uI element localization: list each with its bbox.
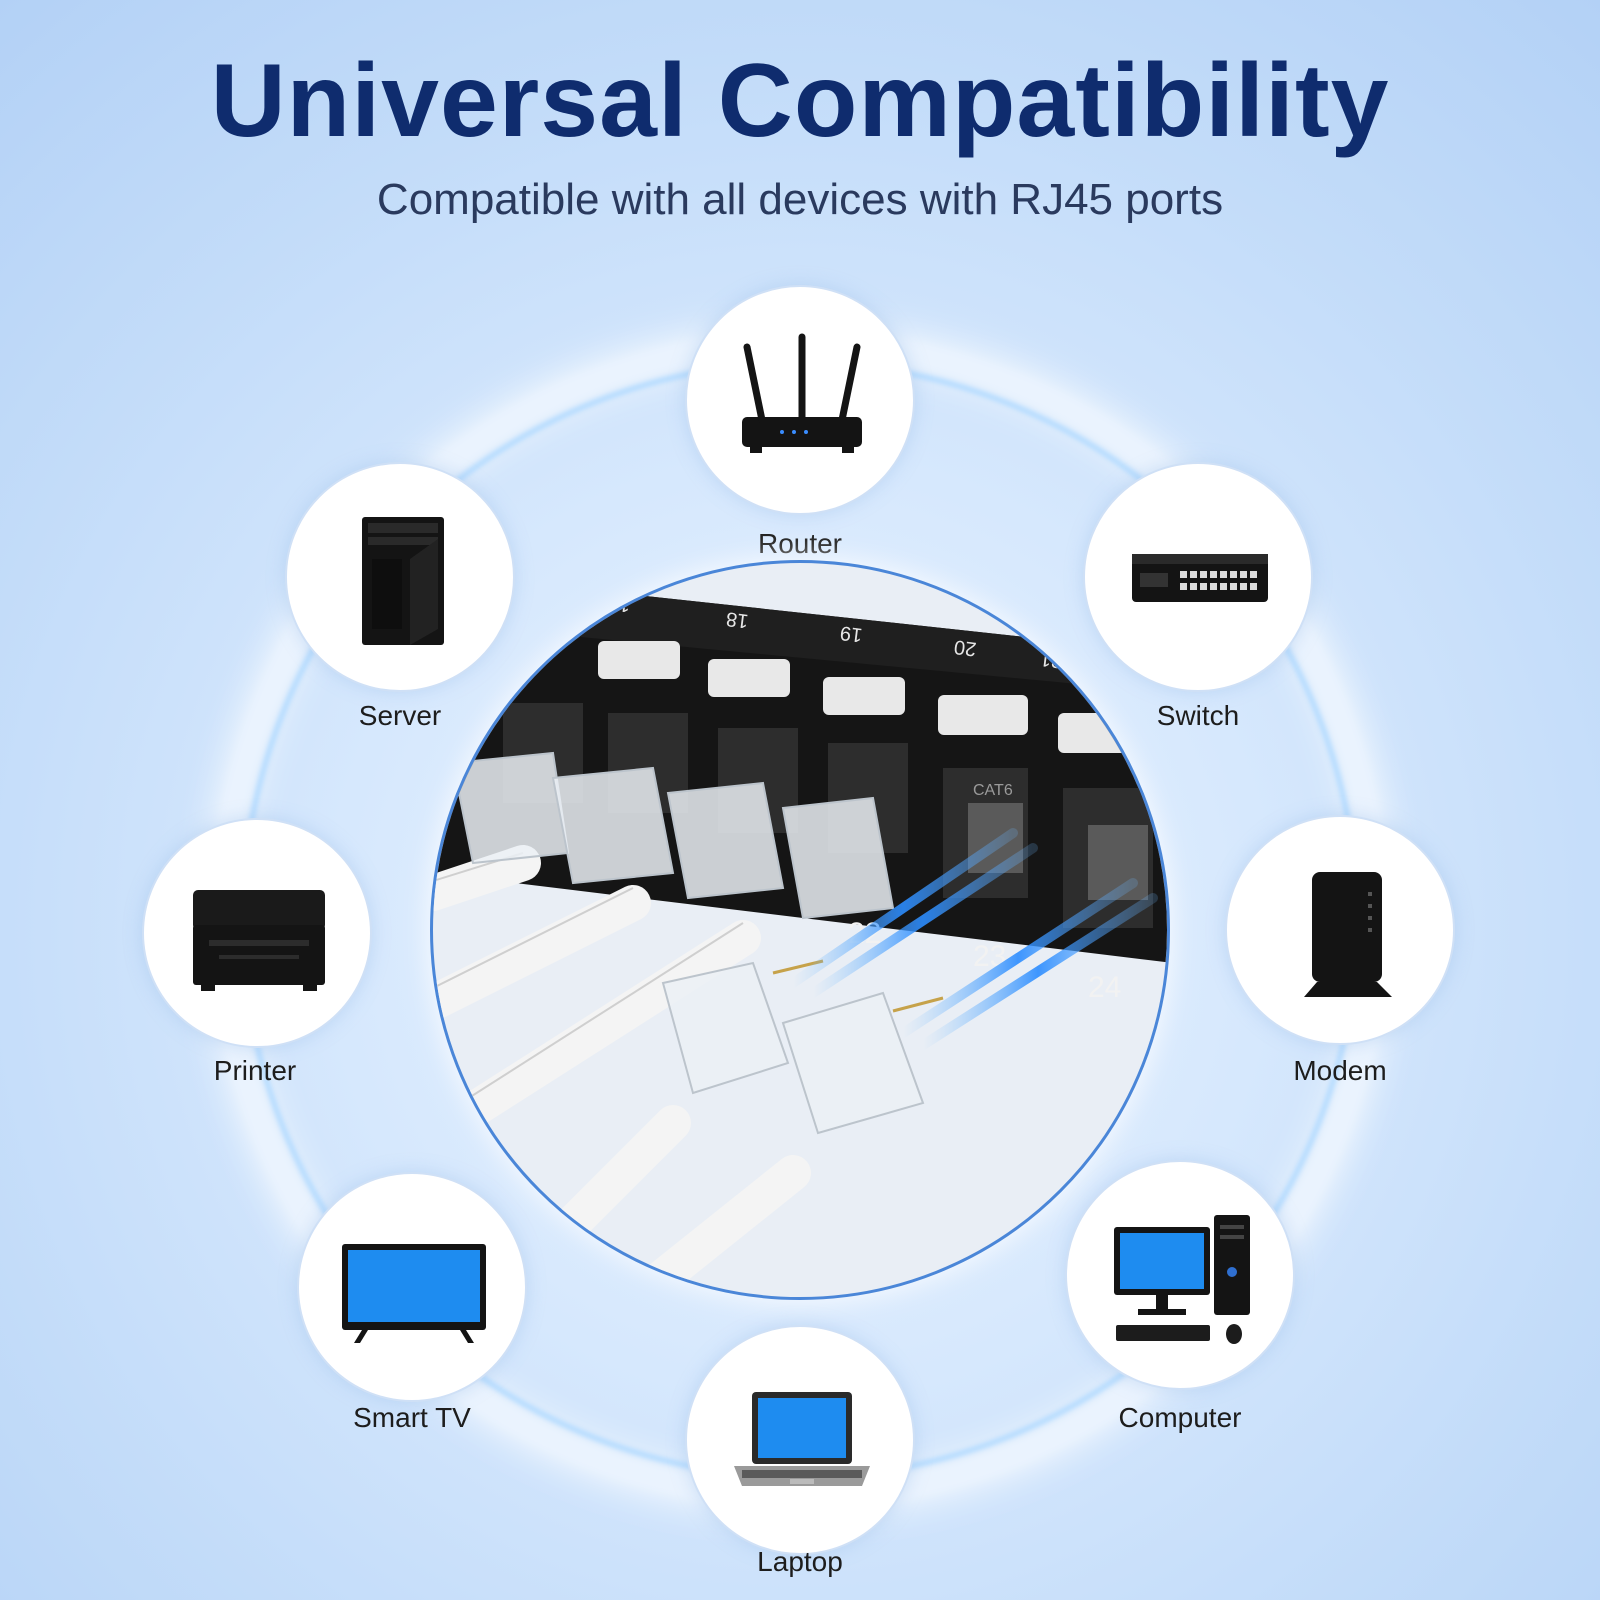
device-label-smart-tv: Smart TV: [353, 1402, 471, 1433]
page-subtitle: Compatible with all devices with RJ45 po…: [376, 175, 1224, 224]
device-label-server: Server: [358, 700, 442, 731]
patch-panel-illustration: 17 18 19 20 21 22 23 24 CAT6: [433, 573, 1167, 1297]
device-label-computer: Computer: [1118, 1402, 1242, 1433]
server-icon: [362, 517, 444, 645]
device-printer: [142, 818, 372, 1048]
router-icon: [742, 333, 862, 453]
device-smart-tv: [297, 1172, 527, 1402]
port-number-24: 24: [1088, 971, 1121, 1004]
device-label-printer: Printer: [213, 1055, 297, 1086]
device-modem: [1225, 815, 1455, 1045]
device-laptop: [685, 1325, 915, 1555]
port-number-21: 21: [1039, 647, 1064, 672]
device-label-switch: Switch: [1156, 700, 1240, 731]
device-computer: [1065, 1160, 1295, 1390]
smart-tv-icon: [342, 1244, 486, 1343]
patch-panel-photo: 17 18 19 20 21 22 23 24 CAT6: [430, 560, 1170, 1300]
device-label-laptop: Laptop: [757, 1546, 843, 1577]
device-label-router: Router: [757, 528, 843, 559]
page-title: Universal Compatibility: [210, 43, 1390, 159]
device-server: [285, 462, 515, 692]
switch-icon: [1132, 554, 1268, 602]
computer-icon: [1114, 1215, 1250, 1344]
device-router: [685, 285, 915, 515]
port-number-17: 17: [607, 591, 632, 616]
device-label-modem: Modem: [1293, 1055, 1387, 1086]
port-number-18: 18: [725, 607, 750, 632]
jack-label: CAT6: [973, 782, 1013, 799]
laptop-icon: [734, 1392, 870, 1486]
port-number-19: 19: [839, 621, 864, 646]
modem-icon: [1304, 872, 1392, 997]
printer-icon: [193, 890, 325, 991]
port-number-20: 20: [953, 635, 978, 660]
